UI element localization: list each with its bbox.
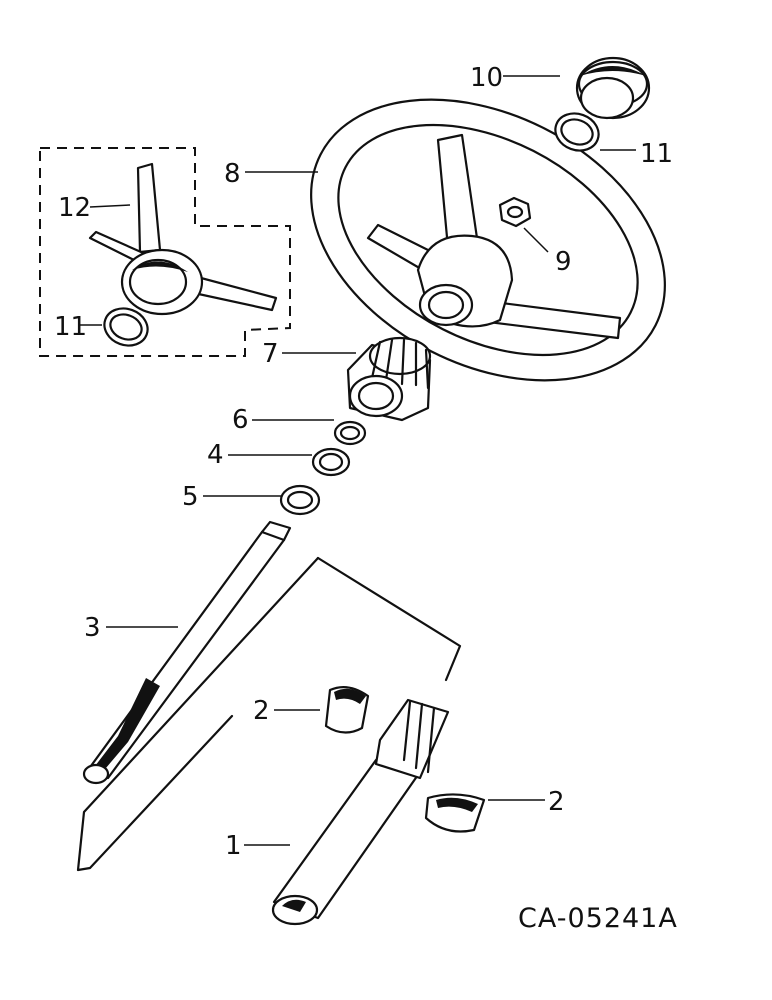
washer — [333, 420, 367, 446]
snap-ring-lower — [103, 307, 149, 347]
bushing — [311, 447, 351, 477]
callout-11-lower: 11 — [54, 312, 87, 342]
callout-7: 7 — [262, 339, 279, 369]
steering-column-tube — [271, 698, 450, 926]
callout-2-lower: 2 — [548, 787, 565, 817]
center-cap — [575, 56, 651, 120]
callout-labels: 10 11 8 12 9 11 7 6 4 5 3 2 2 1 — [54, 63, 673, 861]
callout-11-upper: 11 — [640, 139, 673, 169]
optional-spinner-kit-outline — [39, 147, 291, 357]
callout-4: 4 — [207, 440, 224, 470]
callout-10: 10 — [470, 63, 503, 93]
callout-5: 5 — [182, 482, 199, 512]
steering-shaft — [82, 520, 292, 785]
callout-3: 3 — [84, 613, 101, 643]
callout-6: 6 — [232, 405, 249, 435]
clip-lower — [424, 793, 486, 833]
splined-adapter — [346, 336, 432, 422]
snap-ring-upper — [554, 112, 600, 152]
callout-1: 1 — [225, 831, 242, 861]
column-outline — [76, 556, 462, 872]
nut — [498, 196, 532, 228]
steering-wheel — [310, 98, 666, 382]
callout-8: 8 — [224, 159, 241, 189]
spinner-hub — [88, 162, 278, 316]
seal — [279, 484, 321, 516]
clip-upper — [324, 685, 370, 734]
callout-2-upper: 2 — [253, 696, 270, 726]
callout-9: 9 — [555, 247, 572, 277]
callout-12: 12 — [58, 193, 91, 223]
leader-lines — [80, 75, 636, 846]
drawing-code: CA-05241A — [518, 903, 678, 934]
